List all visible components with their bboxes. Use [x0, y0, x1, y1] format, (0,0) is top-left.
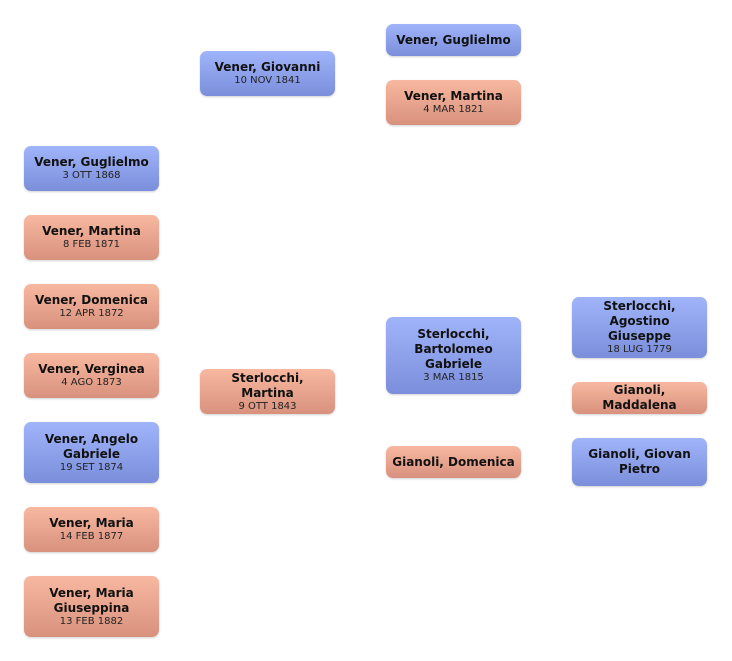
person-date: 19 SET 1874: [59, 461, 124, 473]
person-name: Vener, Maria Giuseppina: [49, 585, 134, 615]
box-2[interactable]: Vener, Domenica 12 APR 1872: [24, 284, 159, 329]
box-4[interactable]: Vener, Angelo Gabriele 19 SET 1874: [24, 422, 159, 483]
person-name: Vener, Angelo Gabriele: [44, 431, 139, 461]
person-name: Vener, Domenica: [34, 293, 149, 307]
box-11[interactable]: Sterlocchi, Bartolomeo Gabriele 3 MAR 18…: [386, 317, 521, 394]
person-date: 18 LUG 1779: [607, 344, 672, 355]
person-name: Sterlocchi, Martina: [231, 370, 304, 400]
person-date: 10 NOV 1841: [234, 75, 301, 86]
box-15[interactable]: Gianoli, Giovan Pietro: [572, 438, 707, 486]
box-13[interactable]: Sterlocchi, Agostino Giuseppe 18 LUG 177…: [572, 297, 707, 358]
box-1[interactable]: Vener, Martina 8 FEB 1871: [24, 215, 159, 260]
box-10[interactable]: Vener, Martina 4 MAR 1821: [386, 80, 521, 125]
box-6[interactable]: Vener, Maria Giuseppina 13 FEB 1882: [24, 576, 159, 637]
box-14[interactable]: Gianoli, Maddalena: [572, 382, 707, 414]
box-8[interactable]: Sterlocchi, Martina 9 OTT 1843: [200, 369, 335, 414]
person-date: 13 FEB 1882: [59, 615, 124, 627]
person-date: 3 MAR 1815: [423, 372, 484, 383]
person-name: Vener, Verginea: [38, 362, 145, 376]
person-name: Sterlocchi, Bartolomeo Gabriele: [414, 327, 493, 371]
person-date: 3 OTT 1868: [62, 170, 121, 181]
person-name: Gianoli, Giovan Pietro: [588, 447, 691, 476]
person-date: 4 AGO 1873: [61, 377, 122, 388]
person-name: Gianoli, Domenica: [392, 454, 515, 469]
person-date: 14 FEB 1877: [59, 531, 124, 542]
person-name: Vener, Maria: [49, 516, 134, 530]
person-name: Sterlocchi, Agostino Giuseppe: [603, 299, 676, 343]
person-name: Vener, Guglielmo: [396, 32, 511, 47]
person-name: Vener, Martina: [42, 224, 141, 238]
box-5[interactable]: Vener, Maria 14 FEB 1877: [24, 507, 159, 552]
person-name: Vener, Guglielmo: [34, 155, 149, 169]
person-date: 12 APR 1872: [59, 308, 124, 319]
box-9[interactable]: Vener, Guglielmo: [386, 24, 521, 56]
person-date: 9 OTT 1843: [238, 400, 297, 412]
box-0[interactable]: Vener, Guglielmo 3 OTT 1868: [24, 146, 159, 191]
box-7[interactable]: Vener, Giovanni 10 NOV 1841: [200, 51, 335, 96]
person-name: Gianoli, Maddalena: [602, 383, 677, 412]
person-date: 8 FEB 1871: [62, 239, 121, 250]
person-date: 4 MAR 1821: [423, 104, 484, 115]
person-name: Vener, Martina: [404, 89, 503, 103]
person-name: Vener, Giovanni: [214, 60, 321, 74]
box-3[interactable]: Vener, Verginea 4 AGO 1873: [24, 353, 159, 398]
box-12[interactable]: Gianoli, Domenica: [386, 446, 521, 478]
